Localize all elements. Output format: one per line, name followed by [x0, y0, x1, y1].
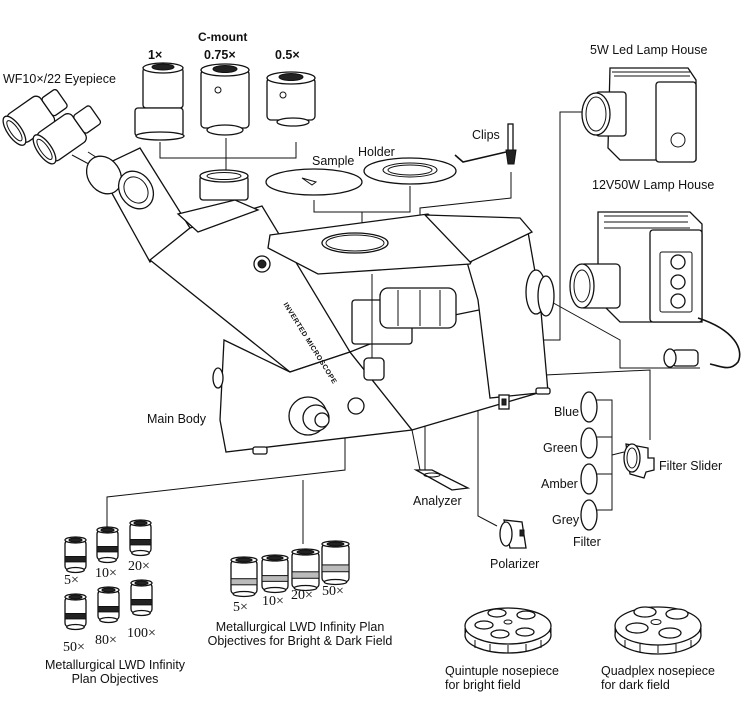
polarizer-label: Polarizer	[490, 557, 540, 571]
filter-green-label: Green	[543, 441, 578, 455]
plan-objectives-caption: Metallurgical LWD Infinity Plan Objectiv…	[40, 658, 190, 686]
holder-ring-icon	[363, 157, 457, 185]
bd-objective-50x-label: 50×	[322, 584, 344, 599]
bd-objective-20x-label: 20×	[291, 588, 313, 603]
plan-objective-100x-label: 100×	[127, 626, 156, 641]
analyzer-icon	[413, 469, 471, 491]
bd-objective-1-icon	[261, 554, 289, 594]
plan-objective-1-icon	[96, 526, 119, 564]
filter-grey-label: Grey	[552, 513, 580, 527]
c-mount-05x-icon	[266, 71, 316, 127]
plan-objective-20x-label: 20×	[128, 559, 150, 574]
plan-objective-5x-label: 5×	[64, 573, 79, 588]
eyepiece-icon	[2, 88, 117, 171]
clips-icon	[454, 123, 517, 165]
quadplex-nosepiece-line2: for dark field	[601, 678, 670, 692]
main-body-label: Main Body	[147, 412, 207, 426]
filter-blue-label: Blue	[554, 405, 580, 419]
c-mount-075x-label: 0.75×	[204, 48, 236, 62]
microscope-main-body	[85, 147, 555, 455]
halogen-lamp-house-icon	[569, 211, 741, 369]
c-mount-1x-label: 1×	[148, 48, 163, 62]
clips-label: Clips	[472, 128, 500, 142]
plan-objective-0-icon	[64, 536, 87, 574]
led-lamp-house-label: 5W Led Lamp House	[590, 43, 708, 57]
quintuple-nosepiece-line1: Quintuple nosepiece	[445, 664, 559, 678]
halogen-lamp-house-label: 12V50W Lamp House	[592, 178, 715, 192]
bd-objectives-caption-line1: Metallurgical LWD Infinity Plan	[215, 620, 385, 634]
plan-objectives-caption-line1: Metallurgical LWD Infinity	[44, 658, 186, 672]
bd-objectives	[230, 540, 350, 598]
holder-label: Holder	[358, 145, 395, 159]
c-mount-075x-icon	[200, 63, 250, 136]
bd-objectives-caption-line2: Objectives for Bright & Dark Field	[207, 634, 393, 648]
bd-objective-3-icon	[321, 540, 350, 586]
plan-objective-5-icon	[130, 579, 153, 617]
filter-label: Filter	[573, 535, 601, 549]
quadplex-nosepiece-icon	[614, 606, 702, 655]
bd-objective-5x-label: 5×	[233, 600, 248, 615]
c-mount-1x-icon	[134, 62, 185, 141]
c-mount-05x-label: 0.5×	[275, 48, 300, 62]
bd-objective-0-icon	[230, 556, 258, 598]
c-mount-title: C-mount	[198, 30, 248, 44]
quadplex-nosepiece-caption: Quadplex nosepiece for dark field	[601, 664, 715, 692]
led-lamp-house-icon	[581, 67, 697, 163]
bd-objectives-caption: Metallurgical LWD Infinity Plan Objectiv…	[205, 620, 395, 648]
quintuple-nosepiece-caption: Quintuple nosepiece for bright field	[445, 664, 559, 692]
sample-plate-icon	[265, 168, 363, 196]
filter-slider-icon	[623, 443, 655, 479]
plan-objective-10x-label: 10×	[95, 566, 117, 581]
quintuple-nosepiece-line2: for bright field	[445, 678, 521, 692]
plan-objective-2-icon	[129, 519, 152, 557]
bd-objective-10x-label: 10×	[262, 594, 284, 609]
quintuple-nosepiece-icon	[464, 607, 552, 654]
filter-slider-label: Filter Slider	[659, 459, 723, 473]
plan-objective-50x-label: 50×	[63, 640, 85, 655]
sample-label: Sample	[312, 154, 355, 168]
eyepiece-label: WF10×/22 Eyepiece	[3, 72, 116, 86]
quadplex-nosepiece-line1: Quadplex nosepiece	[601, 664, 715, 678]
filter-amber-label: Amber	[541, 477, 578, 491]
plan-objectives	[64, 519, 153, 631]
analyzer-label: Analyzer	[413, 494, 462, 508]
polarizer-icon	[499, 519, 527, 549]
plan-objective-4-icon	[97, 586, 120, 624]
filter-discs	[580, 391, 598, 531]
plan-objectives-caption-line2: Plan Objectives	[71, 672, 159, 686]
plan-objective-80x-label: 80×	[95, 633, 117, 648]
plan-objective-3-icon	[64, 593, 87, 631]
bd-objective-2-icon	[291, 548, 320, 592]
